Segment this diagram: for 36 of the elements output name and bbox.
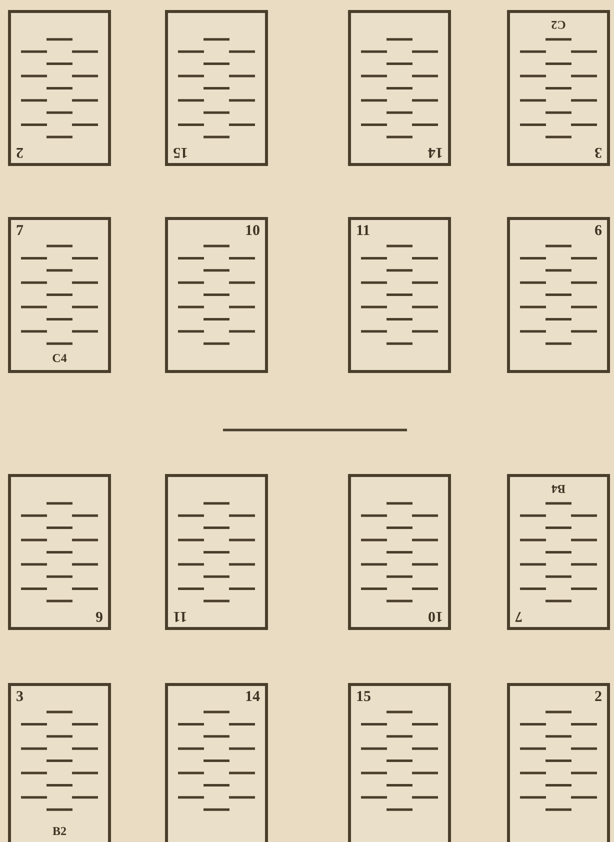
page-box (348, 474, 451, 630)
page-number: 11 (173, 608, 188, 623)
page-number: 14 (428, 144, 443, 159)
page-number: 15 (356, 690, 371, 705)
page-number: 7 (515, 608, 522, 623)
page-box (165, 474, 268, 630)
page-box (348, 683, 451, 842)
page-number: 6 (96, 608, 103, 623)
page-box (507, 10, 610, 166)
page-box (8, 10, 111, 166)
page-number: 3 (16, 690, 24, 705)
page-box (165, 683, 268, 842)
page-box (8, 217, 111, 373)
page-number: 6 (594, 224, 602, 239)
page-box (507, 474, 610, 630)
page-number: 2 (594, 690, 602, 705)
signature-mark: B2 (52, 824, 66, 838)
page-number: 2 (16, 144, 24, 159)
page-number: 15 (173, 144, 188, 159)
page-box (507, 217, 610, 373)
page-number: 14 (245, 690, 260, 705)
signature-mark: C4 (52, 351, 67, 365)
page-number: 10 (428, 608, 443, 623)
page-number: 3 (594, 144, 602, 159)
page-box (348, 217, 451, 373)
page-number: 10 (245, 224, 260, 239)
page-number: 11 (356, 224, 370, 239)
signature-mark: C2 (551, 18, 566, 32)
page-box (165, 217, 268, 373)
page-box (8, 683, 111, 842)
signature-mark: B4 (552, 482, 566, 496)
page-box (348, 10, 451, 166)
page-box (165, 10, 268, 166)
page-box (507, 683, 610, 842)
page-number: 7 (16, 224, 24, 239)
page-box (8, 474, 111, 630)
